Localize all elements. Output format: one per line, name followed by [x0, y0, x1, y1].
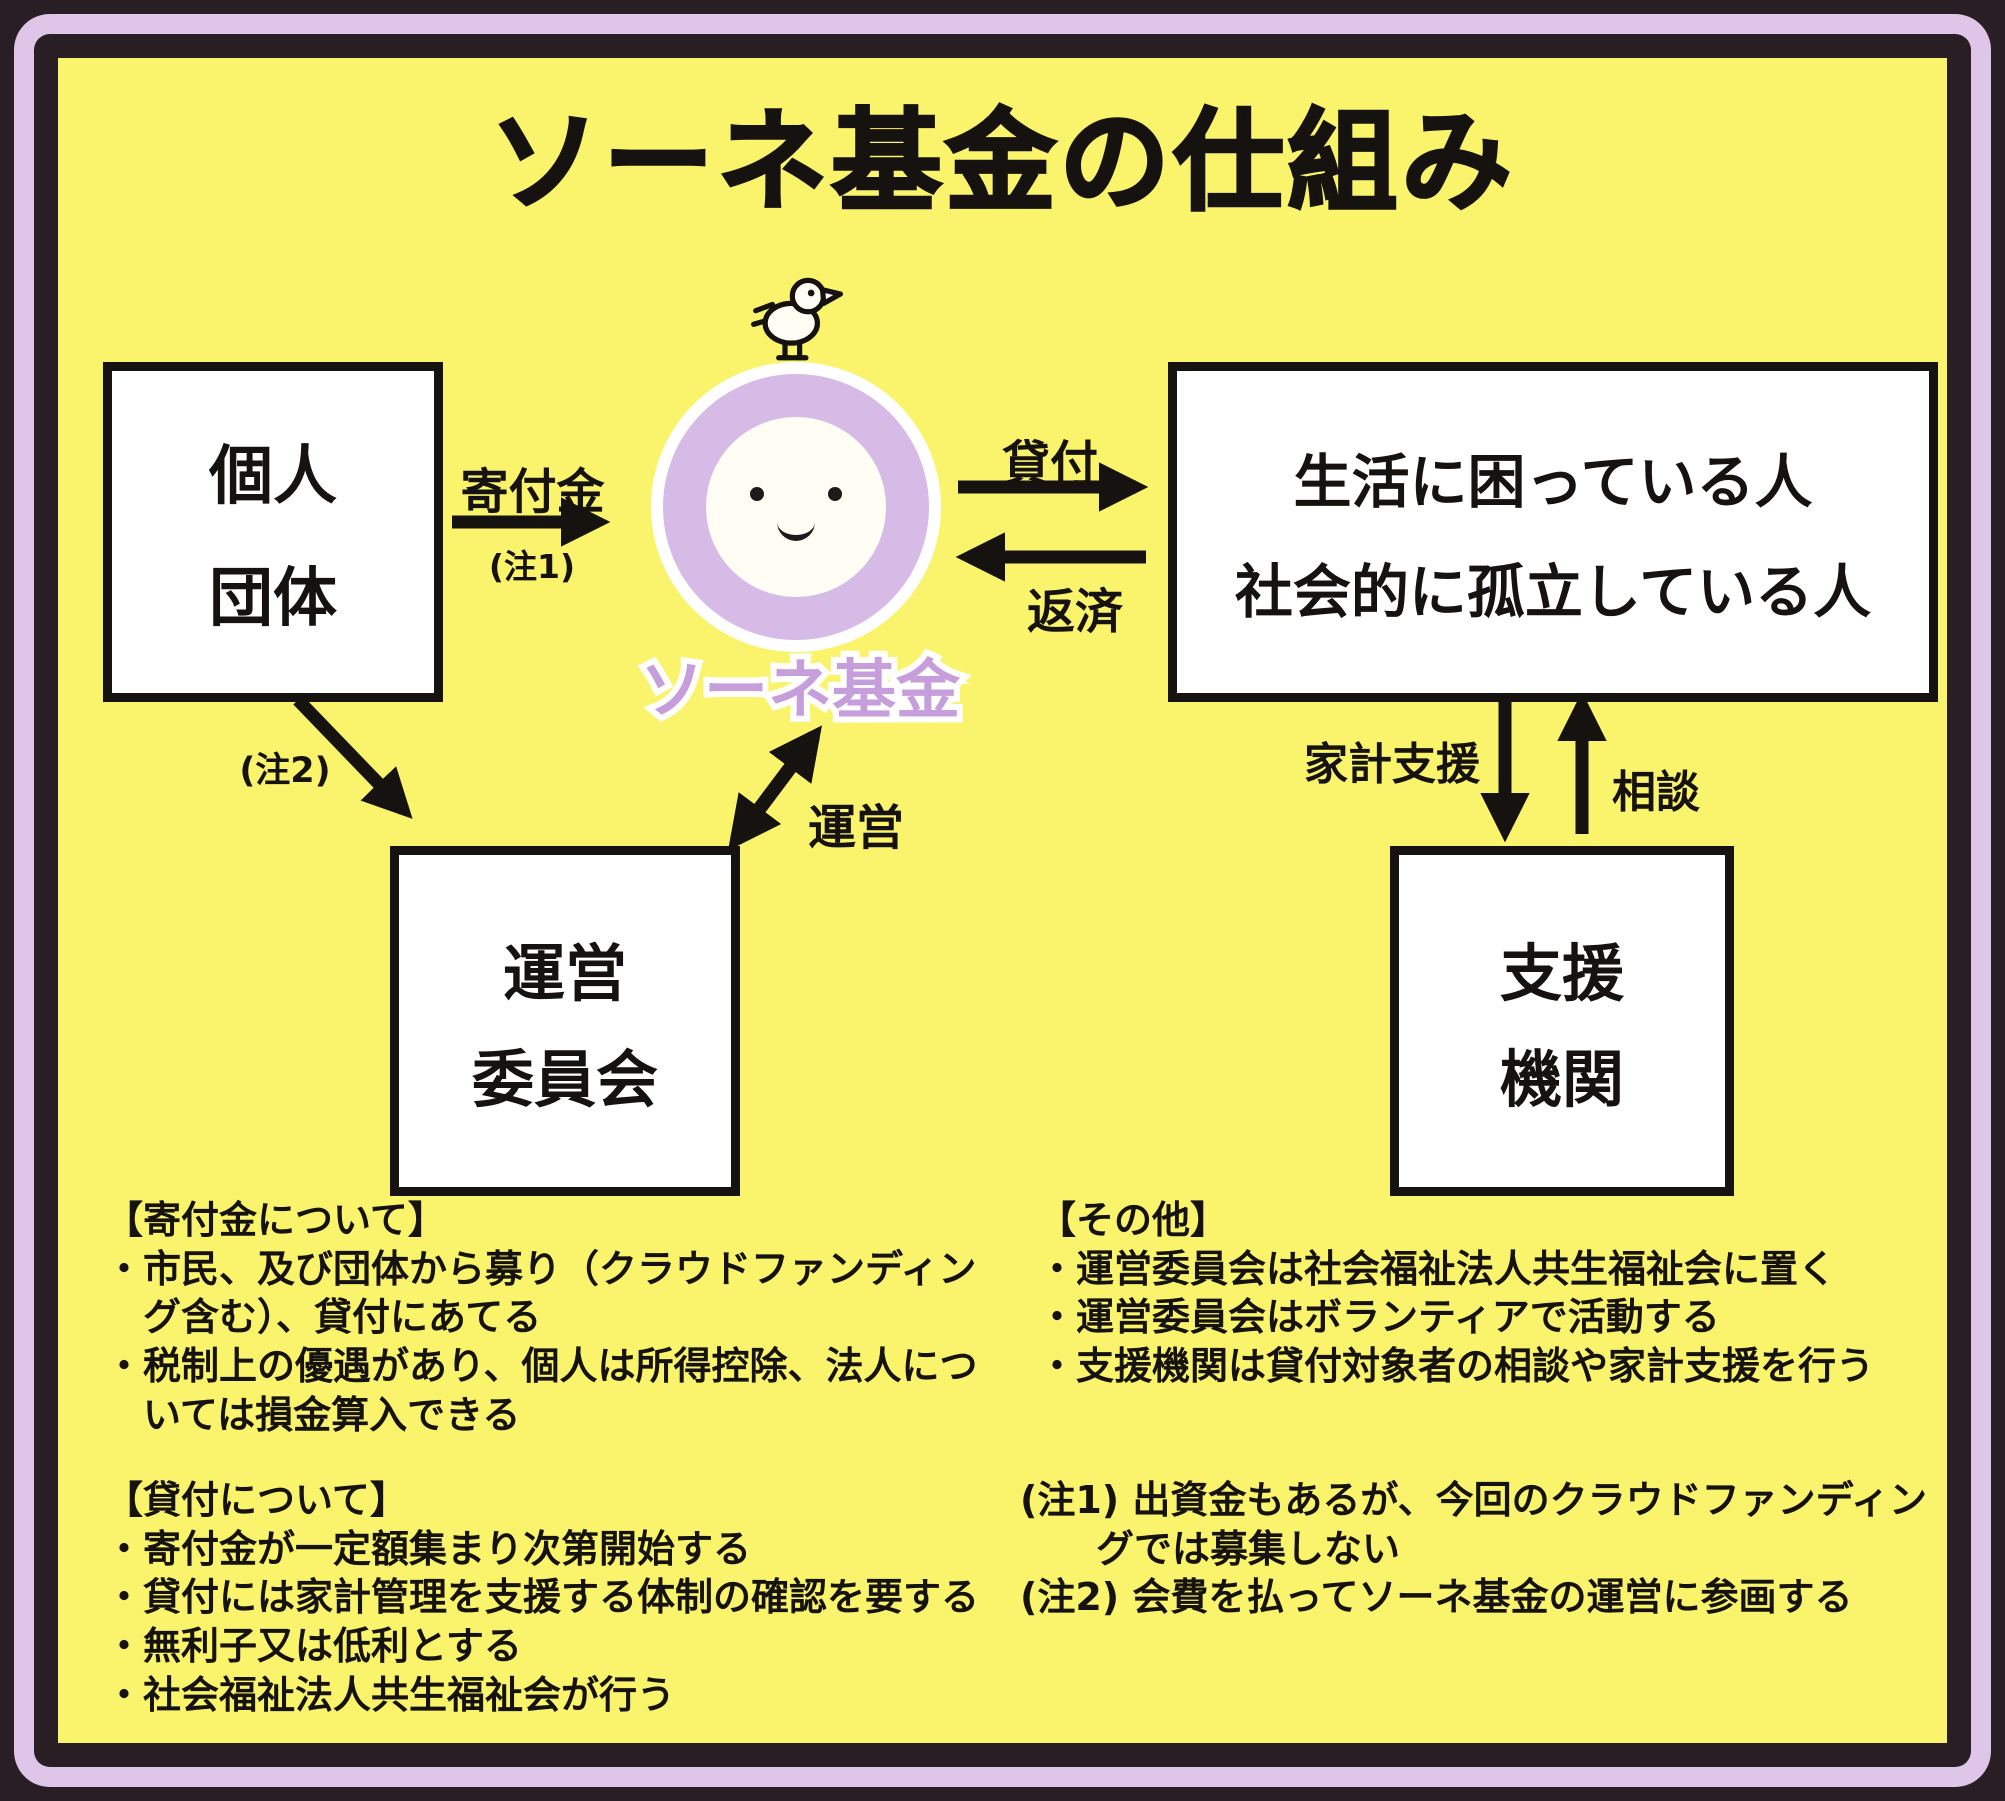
arrow-label-donation: 寄付金 [460, 464, 605, 520]
arrow-note-2: (注2) [239, 751, 331, 791]
fund-mouth [777, 515, 815, 541]
node-support-line1: 支援 [1499, 937, 1624, 1010]
notes-footnotes: (注1) 出資金もあるが、今回のクラウドファンディン グでは募集しない (注2)… [1020, 1478, 1927, 1620]
fund-eye-right [828, 487, 842, 501]
node-committee-line1: 運営 [502, 937, 627, 1010]
page-title: ソーネ基金の仕組み [488, 97, 1516, 228]
arrow-label-loan: 貸付 [1001, 436, 1098, 492]
arrow-label-consultation: 相談 [1612, 767, 1700, 818]
arrow-membership-note [293, 695, 413, 819]
arrow-label-household-support: 家計支援 [1304, 739, 1480, 790]
arrow-operation [728, 725, 822, 851]
fund-label: ソーネ基金 [634, 648, 967, 734]
node-committee-line2: 委員会 [471, 1043, 658, 1116]
arrow-label-operation: 運営 [808, 800, 905, 856]
node-donors-line1: 個人 [209, 440, 337, 514]
bird-icon [751, 277, 844, 361]
node-donors-line2: 団体 [209, 562, 337, 636]
fund-mascot [655, 262, 945, 732]
node-donors: 個人 団体 [103, 362, 443, 702]
fund-eye-left [750, 487, 764, 501]
node-committee: 運営 委員会 [390, 846, 740, 1196]
arrow-label-repayment: 返済 [1026, 584, 1123, 640]
notes-donation: 【寄付金について】 ・市民、及び団体から募り（クラウドファンディン グ含む）、貸… [105, 1198, 978, 1437]
node-support: 支援 機関 [1390, 846, 1734, 1196]
node-borrowers-line2: 社会的に孤立している人 [1234, 558, 1872, 626]
node-borrowers: 生活に困っている人 社会的に孤立している人 [1168, 362, 1938, 702]
notes-other: 【その他】 ・運営委員会は社会福祉法人共生福祉会に置く ・運営委員会はボランティ… [1038, 1198, 1875, 1388]
arrow-note-1: (注1) [488, 547, 576, 586]
notes-loan: 【貸付について】 ・寄付金が一定額集まり次第開始する ・貸付には家計管理を支援す… [105, 1478, 980, 1717]
fund-label-text: ソーネ基金 [640, 654, 961, 728]
node-support-line2: 機関 [1499, 1043, 1624, 1116]
fund-ring [663, 374, 929, 640]
fund-face [706, 417, 886, 597]
node-borrowers-line1: 生活に困っている人 [1293, 448, 1813, 516]
